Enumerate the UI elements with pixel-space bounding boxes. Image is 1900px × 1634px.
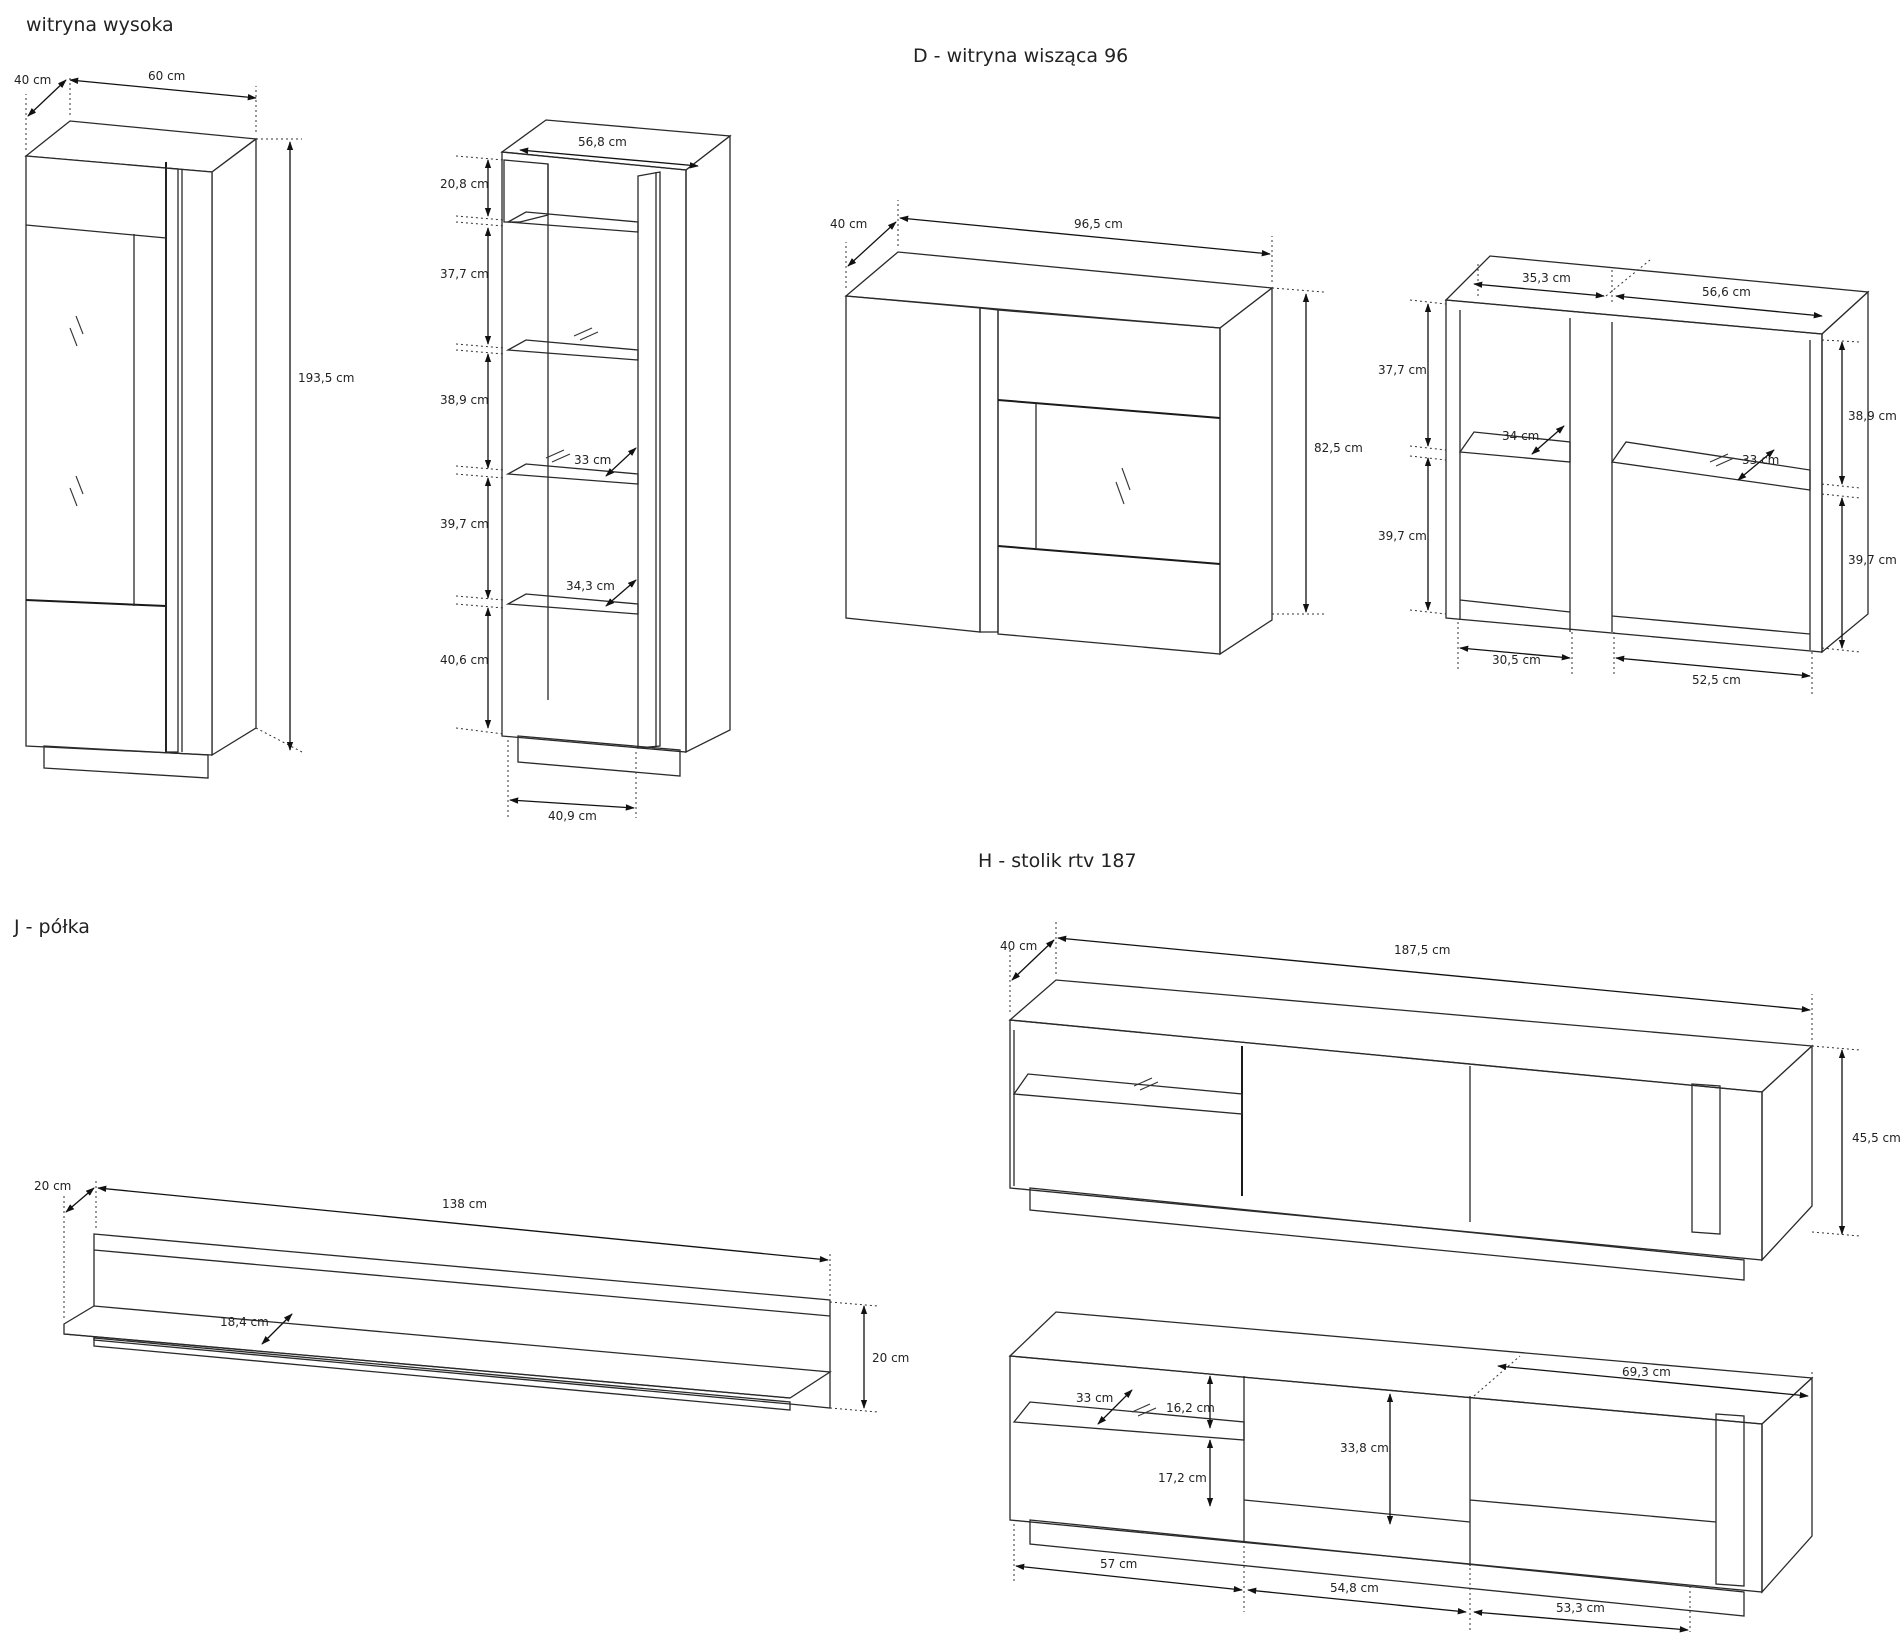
h-tv-stand-closed-drawing [1008,979,1814,1281]
dim-tall-bottom-width: 40,9 cm [548,809,597,823]
dim-h-shelf-depth: 33 cm [1076,1391,1113,1405]
tall-cabinet-closed-drawing [24,120,258,779]
title-j-shelf: J - półka [14,916,90,938]
dim-d-left-lower: 39,7 cm [1378,529,1427,543]
dim-d-bottom-right: 52,5 cm [1692,673,1741,687]
dim-tall-s3: 38,9 cm [440,393,489,407]
dim-d-shelf-left: 34 cm [1502,429,1539,443]
dim-tall-inner-width: 56,8 cm [578,135,627,149]
dim-d-top-left: 35,3 cm [1522,271,1571,285]
dim-tall-width: 60 cm [148,69,185,83]
dim-d-top-right: 56,6 cm [1702,285,1751,299]
dim-j-height: 20 cm [872,1351,909,1365]
dim-h-width: 187,5 cm [1394,943,1450,957]
dim-h-lower: 17,2 cm [1158,1471,1207,1485]
dim-d-height: 82,5 cm [1314,441,1363,455]
title-d-wall-display-cabinet: D - witryna wisząca 96 [913,45,1129,67]
dim-j-shelf-depth: 18,4 cm [220,1315,269,1329]
dim-tall-s2: 37,7 cm [440,267,489,281]
dim-tall-s5: 40,6 cm [440,653,489,667]
dim-h-bottom-3: 53,3 cm [1556,1601,1605,1615]
dimension-annotations: 40 cm 60 cm 193,5 cm 56,8 cm 20,8 cm 37,… [14,69,1900,1633]
dim-h-top-right: 69,3 cm [1622,1365,1671,1379]
dim-d-shelf-right: 33 cm [1742,453,1779,467]
dim-tall-s1: 20,8 cm [440,177,489,191]
tall-cabinet-open-drawing [500,119,732,777]
dim-h-bottom-2: 54,8 cm [1330,1581,1379,1595]
dim-d-right-lower: 39,7 cm [1848,553,1897,567]
dim-d-width: 96,5 cm [1074,217,1123,231]
dim-d-left-upper: 37,7 cm [1378,363,1427,377]
dim-j-depth: 20 cm [34,1179,71,1193]
dim-tall-depth: 40 cm [14,73,51,87]
dim-tall-height: 193,5 cm [298,371,354,385]
dim-tall-s4: 39,7 cm [440,517,489,531]
title-tall-display-cabinet: witryna wysoka [26,14,174,36]
j-shelf-drawing [63,1233,832,1411]
dim-h-bottom-1: 57 cm [1100,1557,1137,1571]
dim-d-right-upper: 38,9 cm [1848,409,1897,423]
dim-h-height: 45,5 cm [1852,1131,1900,1145]
dim-d-depth: 40 cm [830,217,867,231]
dim-tall-shelf-depth-1: 33 cm [574,453,611,467]
d-cabinet-closed-drawing [844,251,1274,656]
dim-d-bottom-left: 30,5 cm [1492,653,1541,667]
dim-tall-shelf-depth-2: 34,3 cm [566,579,615,593]
title-h-tv-stand: H - stolik rtv 187 [978,850,1137,872]
dim-h-mid-height: 33,8 cm [1340,1441,1389,1455]
dim-j-width: 138 cm [442,1197,487,1211]
d-cabinet-open-drawing [1444,255,1870,654]
dim-h-depth: 40 cm [1000,939,1037,953]
dim-h-upper: 16,2 cm [1166,1401,1215,1415]
